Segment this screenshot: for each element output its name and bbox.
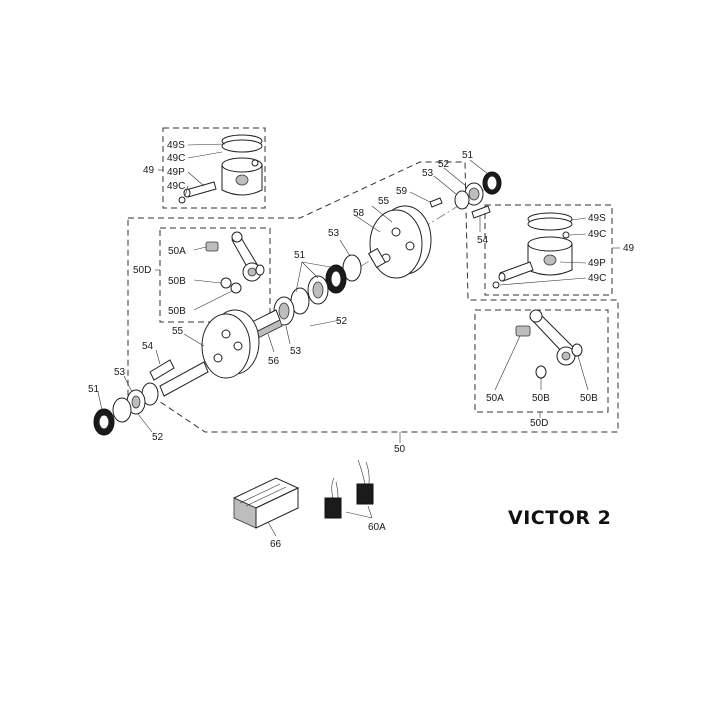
label-half-left: 55	[172, 326, 184, 337]
crank-middle-bearings	[273, 239, 362, 345]
conrod-kit-left	[155, 227, 271, 323]
label-washer-left-1: 50B	[168, 276, 186, 287]
label-bearing-left-a: 53	[114, 367, 126, 378]
label-piston-group-right: 49	[623, 243, 635, 254]
label-bearing-mid-top: 53	[328, 228, 340, 239]
label-assembly: 50	[394, 444, 406, 455]
model-title: VICTOR 2	[508, 507, 611, 529]
label-bearing-right-b: 53	[422, 168, 434, 179]
conrod-kit-right	[474, 309, 609, 418]
piston-kit-left	[158, 127, 266, 209]
crankshaft-assembly-boundary	[127, 161, 619, 443]
label-piston-pin-right: 49P	[588, 258, 606, 269]
label-washer-right-1: 50B	[532, 393, 550, 404]
crank-right-end-parts	[409, 159, 502, 232]
label-piston-ring-left: 49S	[167, 140, 185, 151]
label-conrod-group-left: 50D	[133, 265, 151, 276]
label-bearing-left-b: 52	[152, 432, 164, 443]
label-pin-right: 54	[477, 235, 489, 246]
label-circlip-bottom-right: 49C	[588, 273, 606, 284]
label-conrod-group-right: 50D	[530, 418, 548, 429]
label-seal-right: 51	[462, 150, 474, 161]
label-bearing-right-a: 52	[438, 159, 450, 170]
label-shaft: 56	[268, 356, 280, 367]
label-circlip-top-left: 49C	[167, 153, 185, 164]
label-needle-bearing-left: 50A	[168, 246, 186, 257]
label-washer-left-2: 50B	[168, 306, 186, 317]
piston-kit-right	[484, 204, 620, 296]
label-bearing-mid-low: 53	[290, 346, 302, 357]
label-web-right: 58	[353, 208, 365, 219]
label-needle-bearing-right: 50A	[486, 393, 504, 404]
label-regulator: 66	[270, 539, 282, 550]
label-key: 59	[396, 186, 408, 197]
label-piston-ring-right: 49S	[588, 213, 606, 224]
crank-half-left	[149, 309, 260, 397]
label-piston-pin-left: 49P	[167, 167, 185, 178]
label-circlip-top-right: 49C	[588, 229, 606, 240]
voltage-regulator	[232, 477, 300, 537]
crank-half-right	[355, 205, 432, 279]
label-seals-mid: 51	[294, 250, 306, 261]
label-circlip-bottom-left: 49C	[167, 181, 185, 192]
carbon-brushes	[324, 459, 374, 519]
label-pin-left: 54	[142, 341, 154, 352]
label-half-right: 55	[378, 196, 390, 207]
label-seal-left: 51	[88, 384, 100, 395]
label-washer-right-2: 50B	[580, 393, 598, 404]
label-piston-group-left: 49	[143, 165, 155, 176]
crank-left-end-parts	[93, 375, 159, 436]
label-bearings-mid: 52	[336, 316, 348, 327]
label-brushes: 60A	[368, 522, 386, 533]
